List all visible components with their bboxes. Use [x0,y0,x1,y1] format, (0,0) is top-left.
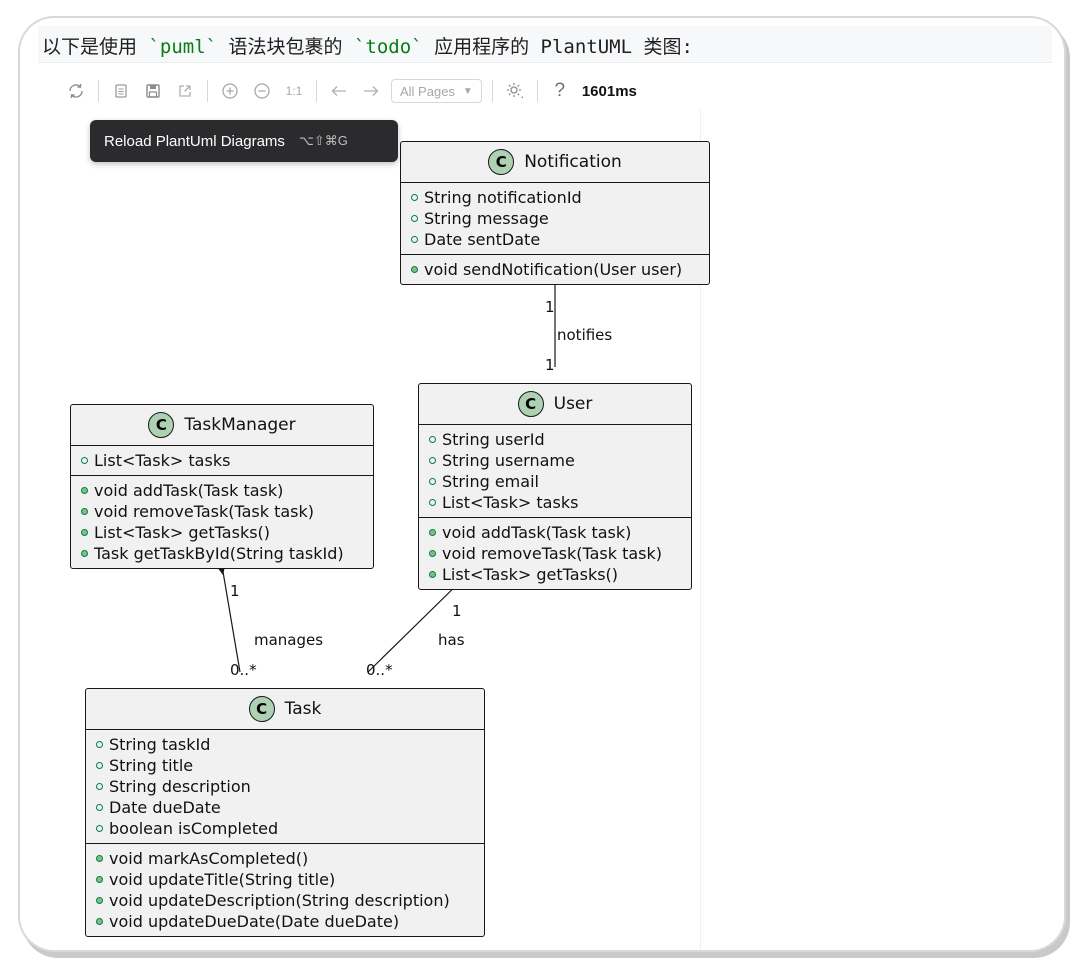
field: String notificationId [424,188,582,207]
method: void updateDescription(String descriptio… [109,891,450,910]
arrow-left-icon[interactable] [326,78,352,104]
method: List<Task> getTasks() [442,565,619,584]
save-icon[interactable] [140,78,166,104]
class-name: User [553,394,593,414]
method: void updateTitle(String title) [109,870,336,889]
code-span-puml: `puml` [148,36,218,58]
tooltip-text: Reload PlantUml Diagrams [104,132,285,150]
multiplicity-label: 1 [452,602,462,620]
method: Task getTaskById(String taskId) [94,544,344,563]
multiplicity-label: 1 [545,356,555,374]
help-button[interactable]: ? [554,80,566,101]
field: String userId [442,430,545,449]
toolbar-separator [536,80,538,102]
class-user[interactable]: C User String userId String username Stri… [418,383,692,590]
field: String description [109,777,251,796]
method: void removeTask(Task task) [94,502,315,521]
right-empty-pane [700,108,1064,950]
pages-dropdown[interactable]: All Pages ▼ [391,79,482,103]
class-name: Notification [524,152,622,172]
field: List<Task> tasks [94,451,231,470]
method: void updateDueDate(Date dueDate) [109,912,400,931]
toolbar-separator [316,80,317,102]
class-icon: C [148,412,175,438]
class-name: Task [284,699,322,719]
code-span-todo: `todo` [353,36,423,58]
toolbar-separator [207,80,208,102]
class-notification[interactable]: C Notification String notificationId Stri… [400,141,710,285]
open-external-icon[interactable] [172,78,198,104]
toolbar-separator [491,80,493,102]
field: String email [442,472,539,491]
field: boolean isCompleted [109,819,279,838]
multiplicity-label: 1 [230,582,240,600]
chevron-down-icon: ▼ [462,85,473,97]
field: Date dueDate [109,798,221,817]
app-window: 以下是使用 `puml` 语法块包裹的 `todo` 应用程序的 PlantUM… [20,18,1064,950]
plantuml-toolbar: 1:1 All Pages ▼ ? 1601ms [60,74,700,108]
field: List<Task> tasks [442,493,579,512]
method: void markAsCompleted() [109,849,309,868]
field: String title [109,756,194,775]
relation-label: manages [254,631,324,649]
pages-dropdown-label: All Pages [400,83,455,99]
field: String taskId [109,735,211,754]
zoom-reset-button[interactable]: 1:1 [285,84,303,98]
class-task[interactable]: C Task String taskId String title String … [85,688,485,937]
zoom-in-icon[interactable] [217,78,243,104]
class-icon: C [517,391,544,417]
multiplicity-label: 0..* [230,661,257,679]
arrow-right-icon[interactable] [358,78,384,104]
edge-has [367,573,469,673]
method: void addTask(Task task) [94,481,284,500]
relation-label: has [438,631,465,649]
method: List<Task> getTasks() [94,523,271,542]
field: String username [442,451,575,470]
settings-gear-icon[interactable] [502,78,528,104]
editor-text: 以下是使用 `puml` 语法块包裹的 `todo` 应用程序的 PlantUM… [42,36,693,58]
class-name: TaskManager [184,415,296,435]
class-taskmanager[interactable]: C TaskManager List<Task> tasks void addTa… [70,404,374,569]
method: void removeTask(Task task) [442,544,663,563]
field: String message [424,209,549,228]
class-icon: C [488,149,515,175]
zoom-out-icon[interactable] [249,78,275,104]
markdown-editor-line[interactable]: 以下是使用 `puml` 语法块包裹的 `todo` 应用程序的 PlantUM… [38,26,1052,63]
relation-label: notifies [557,326,613,344]
render-time: 1601ms [581,82,637,100]
class-icon: C [248,696,275,722]
field: Date sentDate [424,230,541,249]
tooltip-shortcut: ⌥⇧⌘G [298,133,348,148]
multiplicity-label: 0..* [366,661,393,679]
reload-tooltip: Reload PlantUml Diagrams ⌥⇧⌘G [90,120,398,162]
edge-manages [219,553,241,673]
copy-icon[interactable] [108,78,134,104]
method: void addTask(Task task) [442,523,632,542]
toolbar-separator [98,80,99,102]
diagram-canvas: C Notification String notificationId Stri… [40,112,710,937]
method: void sendNotification(User user) [424,260,683,279]
multiplicity-label: 1 [545,298,555,316]
reload-icon[interactable] [63,78,89,104]
